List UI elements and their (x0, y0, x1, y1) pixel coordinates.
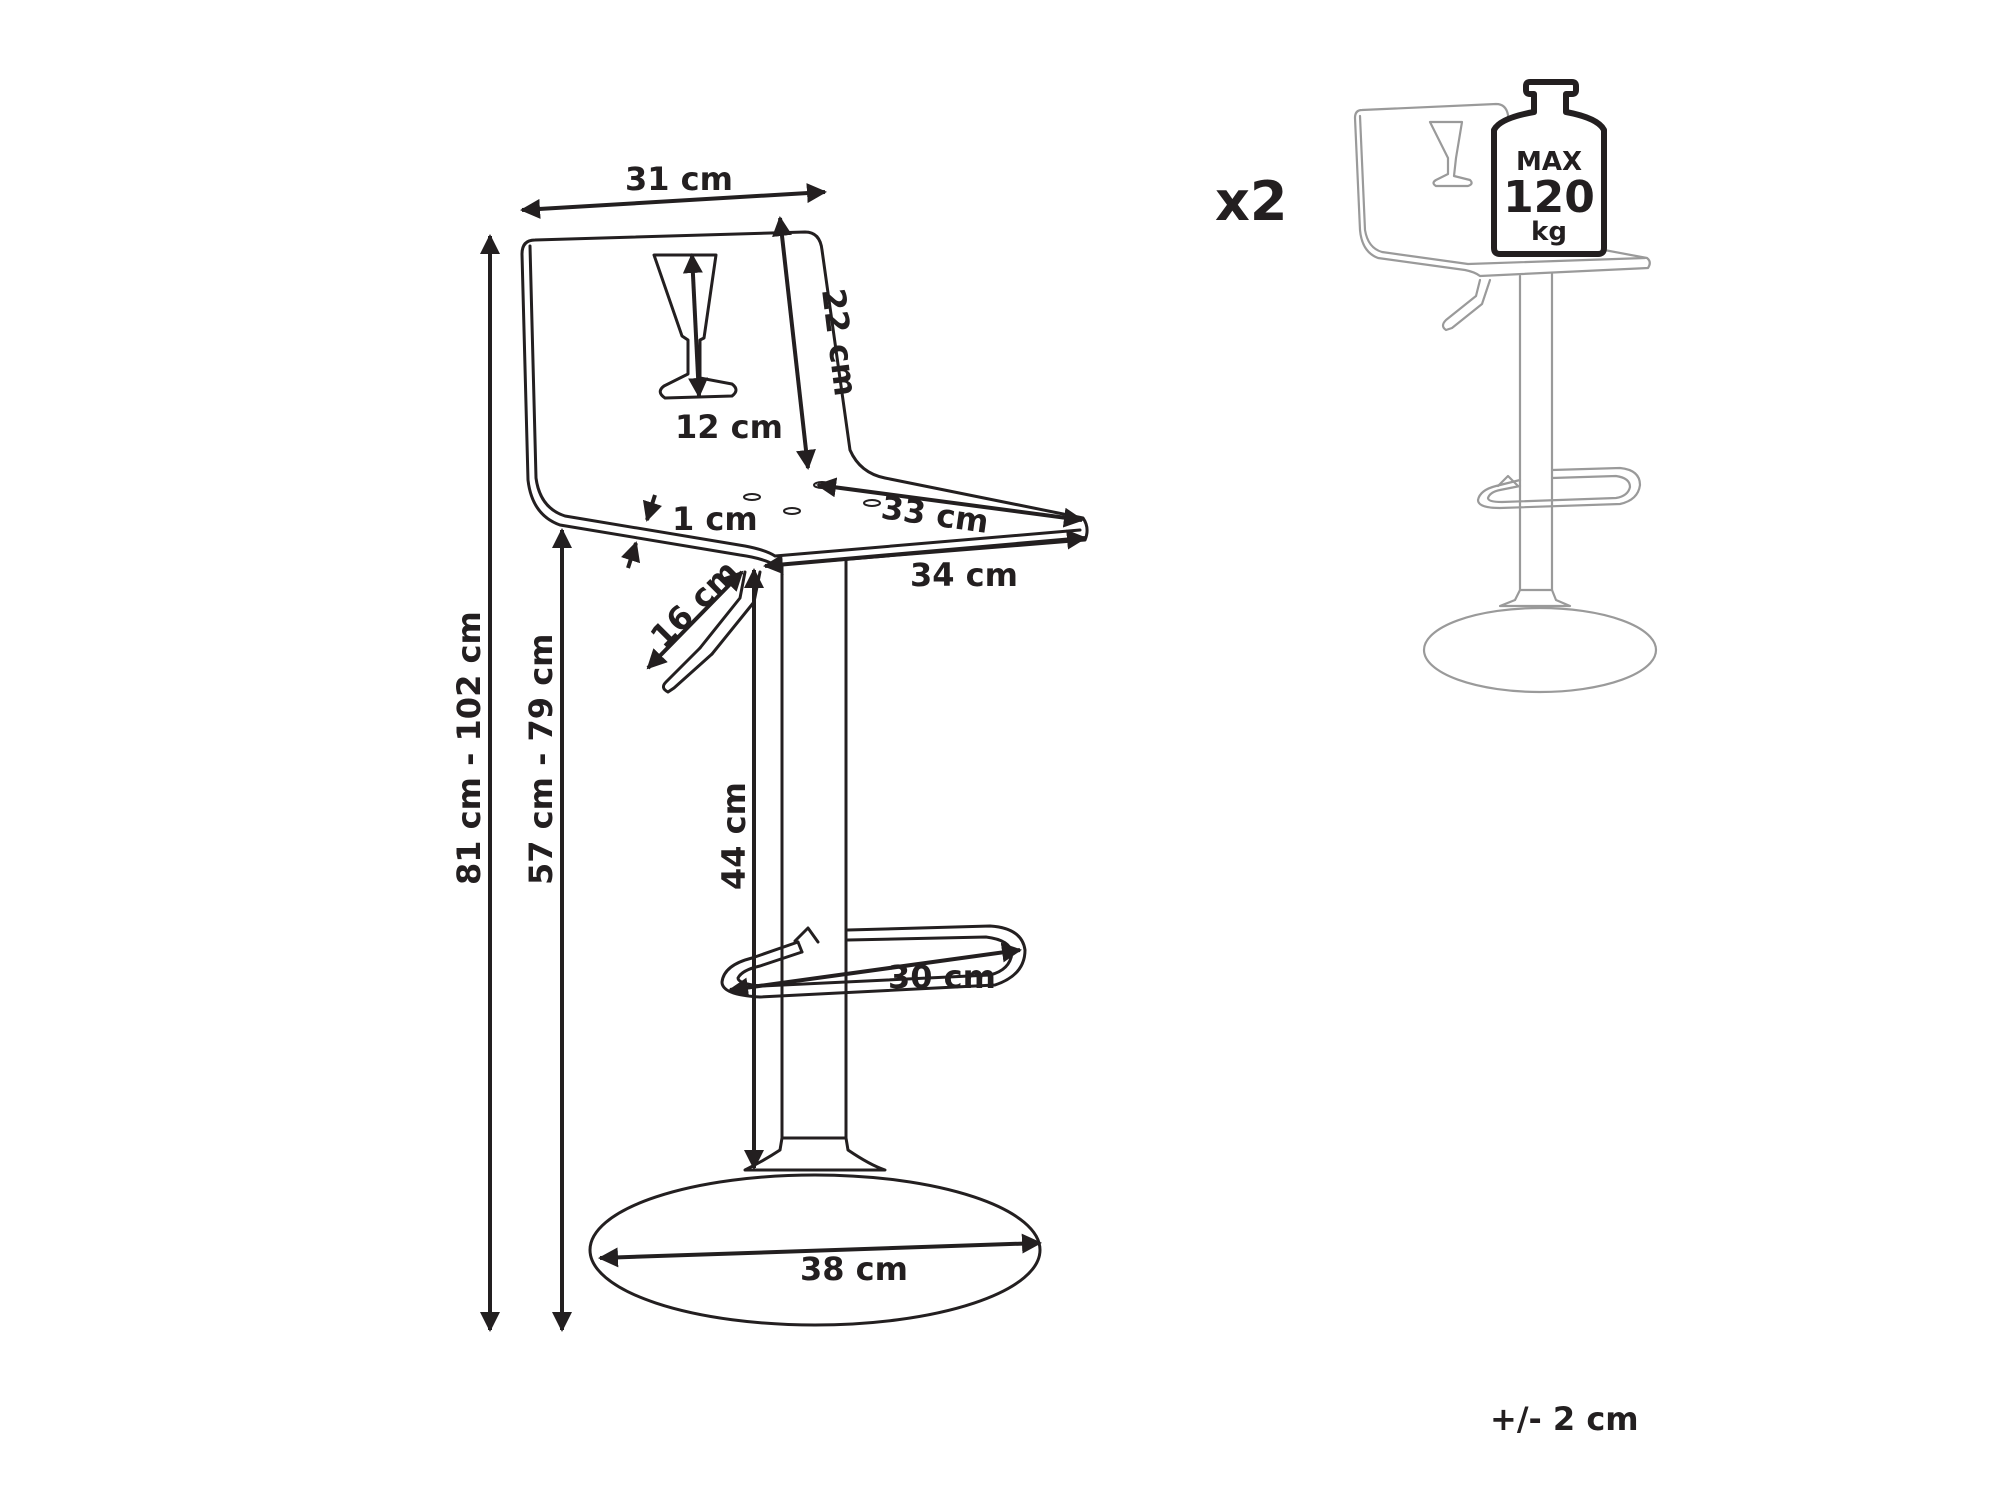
weight-icon (1491, 79, 1607, 257)
label-seat-thickness: 1 cm (672, 500, 758, 538)
column-collar (743, 1136, 887, 1172)
screw-holes (743, 481, 881, 515)
label-seat-depth: 34 cm (910, 556, 1018, 594)
label-seat-height: 57 cm - 79 cm (522, 633, 560, 885)
stool-thumbnail (1353, 102, 1658, 694)
max-load-line-1: MAX (1516, 147, 1582, 177)
label-lever-length: 16 cm (643, 552, 746, 655)
label-footrest-width: 30 cm (888, 958, 996, 996)
label-total-height: 81 cm - 102 cm (450, 611, 488, 885)
max-load-line-3: kg (1531, 217, 1567, 247)
tolerance-note: +/- 2 cm (1490, 1400, 1639, 1438)
seat-shell-outline (520, 230, 1089, 567)
max-load-line-2: 120 (1503, 172, 1595, 223)
label-back-height: 22 cm (814, 286, 865, 398)
label-footrest-height: 44 cm (715, 782, 753, 890)
stool-main-drawing (520, 230, 1089, 1327)
dimension-labels: 31 cm 22 cm 12 cm 1 cm 33 cm 34 cm 16 cm… (450, 160, 1018, 1288)
label-seat-back-width: 31 cm (625, 160, 733, 198)
dimension-lines (480, 183, 1087, 1332)
wine-glass-cutout (652, 253, 738, 400)
quantity-label: x2 (1215, 170, 1287, 233)
label-cutout-height: 12 cm (675, 408, 783, 446)
max-load-weight-icon: MAX 120 kg (1491, 79, 1607, 257)
label-base-diameter: 38 cm (800, 1250, 908, 1288)
